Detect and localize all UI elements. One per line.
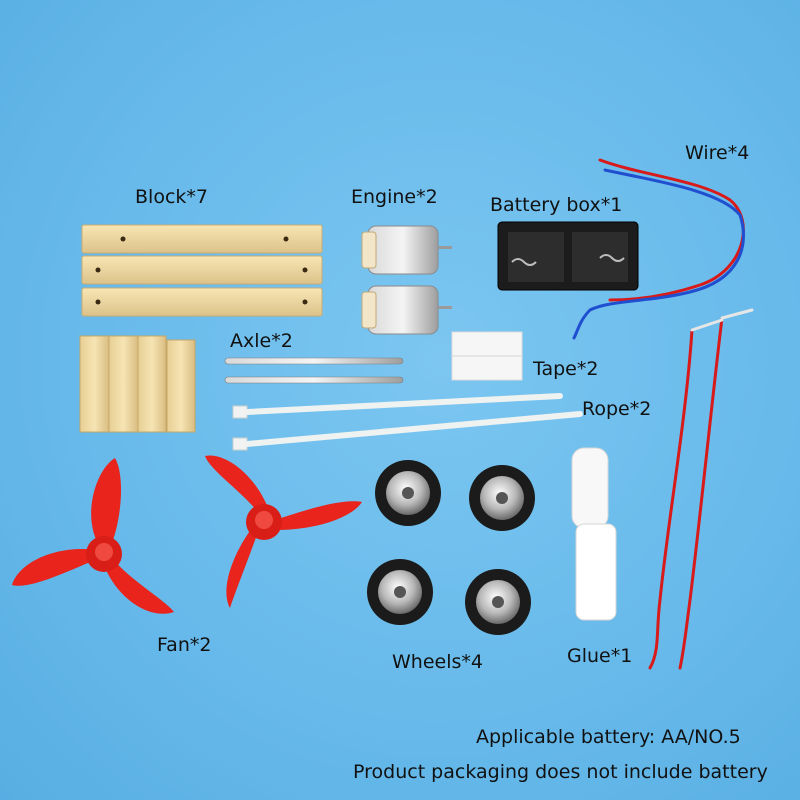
packaging-note: Product packaging does not include batte… <box>353 761 768 783</box>
battery-note: Applicable battery: AA/NO.5 <box>476 726 741 748</box>
label-wheels: Wheels*4 <box>392 651 483 673</box>
wood-blocks <box>79 335 196 433</box>
label-glue: Glue*1 <box>567 645 633 667</box>
label-engine: Engine*2 <box>351 186 438 208</box>
label-wire: Wire*4 <box>685 142 750 164</box>
wood-bars <box>81 224 323 317</box>
motors <box>361 225 452 335</box>
label-tape: Tape*2 <box>533 358 599 380</box>
tape-pieces <box>451 331 523 381</box>
wires <box>572 158 754 670</box>
label-battery-box: Battery box*1 <box>490 194 623 216</box>
glue-tube <box>571 447 617 621</box>
propeller-1 <box>12 458 174 614</box>
label-rope: Rope*2 <box>582 398 652 420</box>
cable-ties <box>232 393 583 451</box>
axles <box>224 357 404 384</box>
label-axle: Axle*2 <box>230 330 293 352</box>
propeller-2 <box>205 455 362 608</box>
label-fan: Fan*2 <box>157 634 212 656</box>
label-block: Block*7 <box>135 186 208 208</box>
battery-holder <box>497 221 639 291</box>
wheels <box>367 460 535 635</box>
